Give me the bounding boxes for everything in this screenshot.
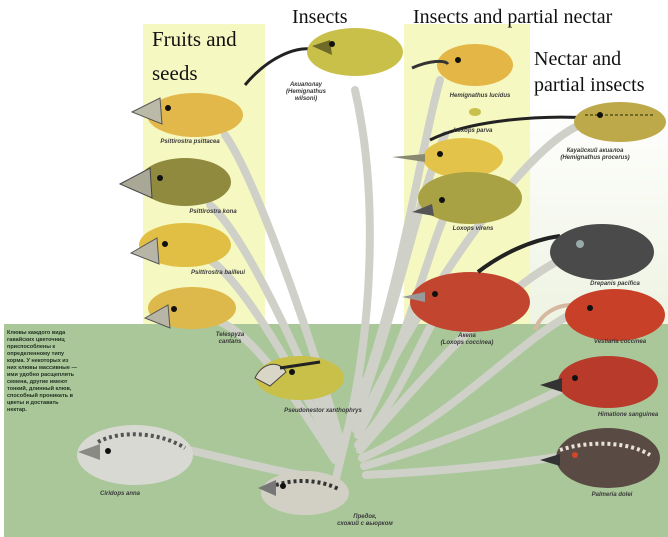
bird-telespyza-cantans bbox=[145, 287, 236, 329]
bird-himatione-sanguinea bbox=[540, 356, 658, 408]
bird-drepanis-pacifica bbox=[478, 224, 654, 280]
bird-yellow-loxops bbox=[392, 138, 503, 178]
bird-vestiaria-coccinea bbox=[535, 289, 665, 341]
caption-akiapolaau: Акиаполау (Hemignathus wilsoni) bbox=[276, 82, 336, 103]
caption-vestiaria-coccinea: Vestiaria coccinea bbox=[585, 339, 655, 346]
caption-hemignathus-lucidus: Hemignathus lucidus bbox=[440, 93, 520, 100]
bird-ciridops-anna bbox=[77, 425, 193, 485]
caption-hemignathus-procerus: Кауайский акиалоа (Hemignathus procerus) bbox=[540, 148, 650, 162]
beak-adaptation-note: Клювы каждого вида гавайских цветочниц п… bbox=[7, 330, 77, 414]
caption-pseudonestor: Pseudonestor xanthophrys bbox=[273, 408, 373, 415]
caption-loxops-parva: Loxops parva bbox=[448, 128, 498, 135]
bird-hemignathus-lucidus bbox=[412, 44, 513, 86]
caption-ciridops-anna: Ciridops anna bbox=[90, 491, 150, 498]
bird-psittirostra-psittacea bbox=[132, 93, 243, 137]
caption-palmeria-dolei: Palmeria dolei bbox=[582, 492, 642, 499]
bird-akiapolaau bbox=[245, 28, 403, 85]
caption-drepanis-pacifica: Drepanis pacifica bbox=[580, 281, 650, 288]
bird-loxops-parva bbox=[469, 108, 481, 116]
bird-psittirostra-kona bbox=[120, 158, 231, 206]
bird-ancestor bbox=[258, 471, 349, 515]
caption-himatione-sanguinea: Himatione sanguinea bbox=[588, 412, 668, 419]
bird-hemignathus-procerus bbox=[430, 102, 666, 142]
caption-ancestor: Предок, схожий с вьюрком bbox=[330, 514, 400, 528]
caption-psittirostra-kona: Psittirostra kona bbox=[178, 209, 248, 216]
caption-telespyza-cantans: Telespyza cantans bbox=[205, 332, 255, 346]
caption-psittirostra-psittacea: Psittirostra psittacea bbox=[150, 139, 230, 146]
bird-palmeria-dolei bbox=[540, 428, 660, 488]
caption-akepa: Акепа (Loxops coccinea) bbox=[432, 333, 502, 347]
caption-loxops-virens: Loxops virens bbox=[448, 226, 498, 233]
bird-psittirostra-bailleui bbox=[131, 223, 231, 267]
caption-psittirostra-bailleui: Psittirostra bailleui bbox=[178, 270, 258, 277]
